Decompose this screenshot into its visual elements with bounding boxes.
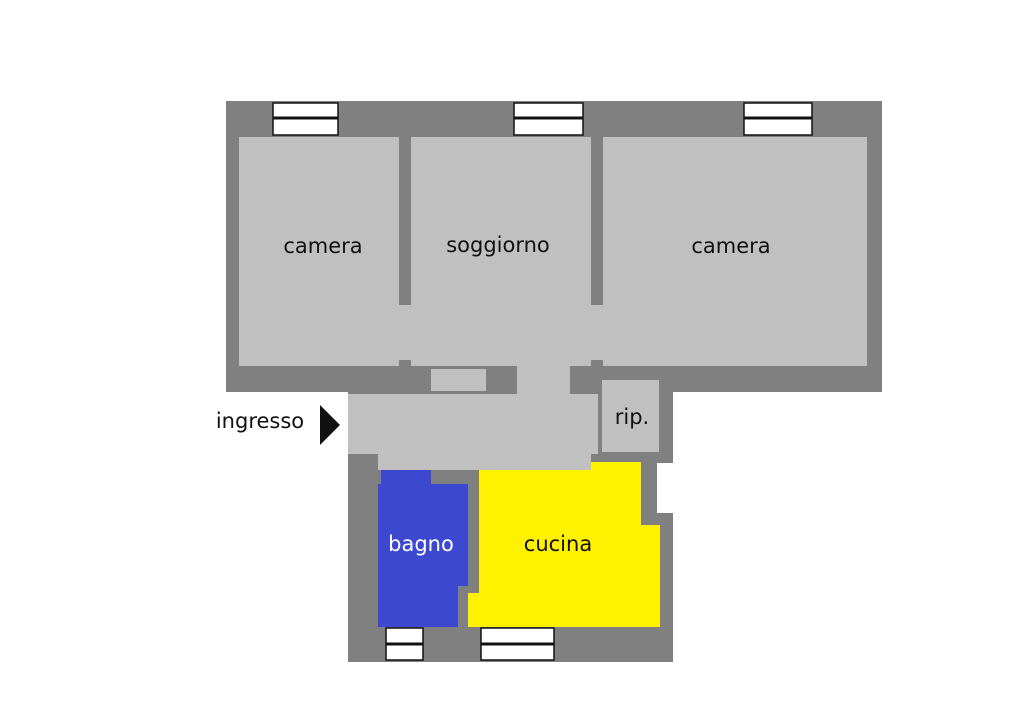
floors	[239, 137, 867, 470]
windows	[272, 102, 813, 661]
label-ripostiglio: rip.	[615, 405, 649, 429]
label-cucina: cucina	[524, 532, 592, 556]
floor-corridor-lower	[378, 452, 591, 470]
wall-niche	[431, 369, 486, 391]
floor-camera-left	[239, 137, 399, 366]
label-camera-left: camera	[283, 234, 362, 258]
floor-passage	[517, 362, 570, 396]
doorway-camera-right	[591, 305, 603, 360]
label-soggiorno: soggiorno	[446, 233, 550, 257]
wall-opening	[657, 463, 673, 513]
window-bagno	[385, 627, 424, 661]
window-cucina	[480, 627, 555, 661]
window-camera-left	[272, 102, 339, 136]
entrance-arrow-icon	[320, 405, 340, 445]
label-camera-right: camera	[691, 234, 770, 258]
floor-corridor	[348, 394, 598, 454]
floor-soggiorno	[411, 137, 591, 366]
window-camera-right	[743, 102, 813, 136]
window-soggiorno	[513, 102, 584, 136]
floor-bagno	[378, 470, 468, 627]
doorway-camera-left	[399, 305, 411, 360]
label-ingresso: ingresso	[216, 409, 304, 433]
floor-cucina	[468, 462, 660, 627]
floor-camera-right	[603, 137, 867, 366]
floor-ripostiglio	[602, 380, 659, 452]
label-bagno: bagno	[388, 532, 454, 556]
